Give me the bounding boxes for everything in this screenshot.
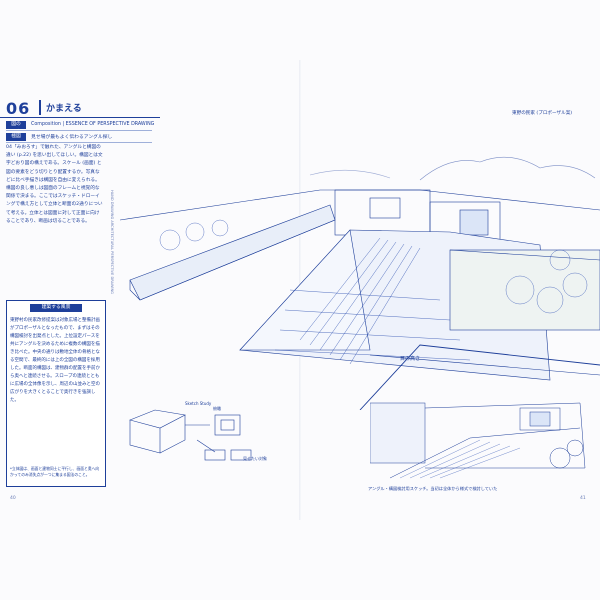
page-number-left: 40 xyxy=(10,496,16,501)
vertical-running-caption: HAND DRAWING ARCHITECTURAL PERSPECTIVE D… xyxy=(110,190,114,294)
sidebar-box-note: *立体図は、画面と建物同士に平行し、画面と奥へ向かってのみ消失点が一つに集まる図… xyxy=(10,466,100,477)
bottom-figure-caption: アングル・構図検討用スケッチ。当初は全体から様式で検討していた xyxy=(368,486,498,491)
main-perspective-sketch: 目の高さ xyxy=(120,156,600,410)
sketch-label-d: 見せたい対象 xyxy=(243,455,267,461)
sketch-label-a: Sketch Study xyxy=(185,401,212,406)
study-sketches: Sketch Study 俯瞰 見せたい対象 xyxy=(129,401,267,461)
tag-rule xyxy=(6,142,152,143)
tag-text: Composition | ESSENCE OF PERSPECTIVE DRA… xyxy=(31,122,155,127)
sketch-handwriting: 目の高さ xyxy=(400,355,420,362)
chapter-title: かまえる xyxy=(46,104,82,114)
heading-rule xyxy=(0,117,160,118)
tag-rule xyxy=(6,130,152,131)
secondary-perspective-sketch xyxy=(370,402,586,479)
tag-row-angle: 極図 見せ場が最もよく伝わるアングル探し xyxy=(6,132,112,141)
sidebar-box-title: 建築する風景 xyxy=(30,304,82,312)
sketch-label-c: 俯瞰 xyxy=(213,405,221,411)
chapter-divider xyxy=(39,100,41,115)
page-number-right: 41 xyxy=(580,496,586,501)
tag-label: 極図 xyxy=(6,132,26,141)
chapter-number: 06 xyxy=(6,99,31,118)
sidebar-box-text: 東野村の民家改修提案は対象広場と整備計画がプロポーザルとなったもので、まずはその… xyxy=(10,318,100,403)
sidebar-box xyxy=(6,300,106,487)
body-paragraph: 04「みおろす」で触れた、アングルと構図の違い (p.22) を思い出してほしい… xyxy=(6,145,103,224)
top-right-caption: 東野の民家 (プロポーザル案) xyxy=(512,111,573,116)
tag-label: 図の極意 xyxy=(6,120,26,135)
tag-row-composition: 図の極意 Composition | ESSENCE OF PERSPECTIV… xyxy=(6,120,155,135)
tag-text: 見せ場が最もよく伝わるアングル探し xyxy=(31,135,113,140)
